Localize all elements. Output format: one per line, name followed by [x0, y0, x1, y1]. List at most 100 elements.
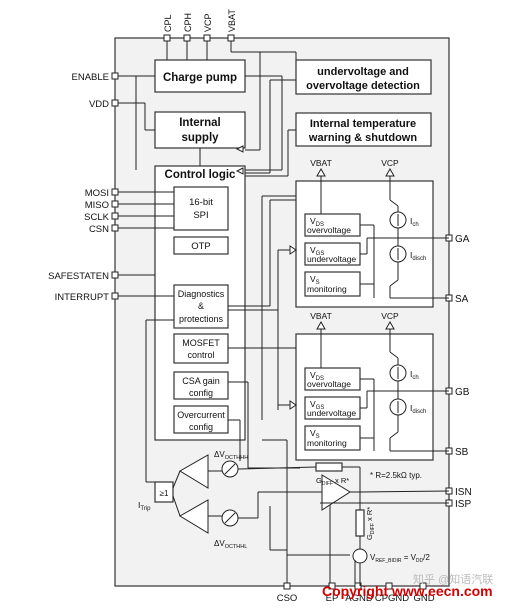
- svg-text:undervoltage: undervoltage: [307, 408, 356, 418]
- svg-text:VS: VS: [310, 274, 320, 286]
- svg-text:overvoltage: overvoltage: [307, 225, 351, 235]
- pin-cph: [183, 34, 191, 42]
- svg-text:overvoltage: overvoltage: [307, 379, 351, 389]
- temperature-label-2: warning & shutdown: [308, 132, 417, 144]
- pin-label-sb: SB: [455, 447, 469, 458]
- mosfet-control-label-1: MOSFET: [182, 338, 220, 348]
- spi-label-2: SPI: [193, 210, 208, 221]
- pin-label-isn: ISN: [455, 487, 472, 498]
- pin-label-csn: CSN: [89, 224, 109, 235]
- uv-ov-detection-block: [295, 59, 432, 95]
- pin-ep: [328, 582, 336, 590]
- svg-text:Ich: Ich: [410, 216, 419, 228]
- svg-text:undervoltage: undervoltage: [307, 254, 356, 264]
- otp-block: [173, 236, 229, 255]
- svg-text:* R=2.5kΩ typ.: * R=2.5kΩ typ.: [370, 471, 422, 480]
- mosfet-control-block: [173, 333, 229, 364]
- pin-safestaten: [111, 271, 119, 279]
- pin-vdd: [111, 99, 119, 107]
- svg-text:VDS: VDS: [310, 216, 324, 228]
- gate-driver-a: VBAT VCP VDS overvoltage VGS undervoltag…: [295, 158, 449, 308]
- svg-text:ITrip: ITrip: [138, 500, 151, 512]
- svg-text:VDS: VDS: [310, 370, 324, 382]
- pin-label-sa: SA: [455, 294, 469, 305]
- pin-label-sclk: SCLK: [84, 212, 109, 223]
- pin-cpl: [163, 34, 171, 42]
- svg-text:VGS: VGS: [310, 399, 324, 411]
- pin-csn: [111, 224, 119, 232]
- temperature-block: [295, 112, 432, 147]
- overcurrent-label-2: config: [189, 422, 213, 432]
- pin-label-gnd: GND: [413, 593, 434, 604]
- diagnostics-block: [173, 284, 229, 329]
- internal-supply-label-1: Internal: [179, 117, 221, 129]
- overcurrent-label-1: Overcurrent: [177, 410, 225, 420]
- watermark-cn: 知乎 @知语汽联: [413, 572, 493, 586]
- pin-label-enable: ENABLE: [72, 72, 110, 83]
- internal-supply-block: [154, 111, 246, 149]
- svg-text:ΔVOCTHHH: ΔVOCTHHH: [214, 450, 248, 461]
- svg-text:GDIFF x R*: GDIFF x R*: [316, 476, 349, 487]
- pin-label-safestaten: SAFESTATEN: [48, 271, 109, 282]
- charge-pump-block: [154, 59, 246, 93]
- uv-ov-label-2: overvoltage detection: [306, 80, 420, 92]
- svg-text:Idisch: Idisch: [410, 250, 426, 262]
- pin-miso: [111, 200, 119, 208]
- svg-text:Ich: Ich: [410, 369, 419, 381]
- svg-text:≥1: ≥1: [160, 489, 169, 498]
- pin-label-gb: GB: [455, 387, 470, 398]
- pin-enable: [111, 72, 119, 80]
- gate-driver-b: VBAT VCP VDS overvoltage VGS undervoltag…: [295, 311, 449, 461]
- pin-interrupt: [111, 292, 119, 300]
- pin-label-cso: CSO: [277, 593, 298, 604]
- diagnostics-label-2: &: [198, 301, 204, 311]
- analog-section: ≥1 ITrip ΔVOCTHHH ΔVOCTHHL GDIFF x R* GD…: [138, 439, 450, 586]
- svg-text:VCP: VCP: [381, 311, 399, 321]
- pin-label-agnd: AGND: [345, 593, 373, 604]
- pin-label-vcp: VCP: [203, 13, 213, 32]
- svg-text:VCP: VCP: [381, 158, 399, 168]
- svg-text:ΔVOCTHHL: ΔVOCTHHL: [214, 539, 247, 550]
- pin-gnd: [419, 582, 427, 590]
- pin-label-miso: MISO: [85, 200, 109, 211]
- svg-text:VBAT: VBAT: [310, 311, 332, 321]
- svg-text:VGS: VGS: [310, 245, 324, 257]
- temperature-label-1: Internal temperature: [310, 118, 416, 130]
- uv-ov-label-1: undervoltage and: [317, 66, 409, 78]
- pin-label-ga: GA: [455, 234, 470, 245]
- pin-vbat: [227, 34, 235, 42]
- csa-gain-label-2: config: [189, 388, 213, 398]
- or-gate: [154, 481, 174, 503]
- mosfet-control-label-2: control: [187, 350, 214, 360]
- svg-text:VBAT: VBAT: [310, 158, 332, 168]
- svg-text:GDIFF x R*: GDIFF x R*: [365, 507, 376, 540]
- spi-block: [173, 186, 229, 231]
- control-logic-label: Control logic: [165, 169, 237, 181]
- pin-cpgnd: [385, 582, 393, 590]
- svg-text:monitoring: monitoring: [307, 284, 347, 294]
- internal-supply-label-2: supply: [181, 132, 219, 144]
- pin-cso: [283, 582, 291, 590]
- watermark: Copyright www.eecn.com: [322, 583, 493, 599]
- otp-label: OTP: [191, 241, 211, 252]
- pin-agnd: [354, 582, 362, 590]
- pin-label-interrupt: INTERRUPT: [55, 292, 110, 303]
- overcurrent-config-block: [173, 405, 229, 434]
- pin-label-vbat: VBAT: [227, 9, 237, 32]
- svg-text:VS: VS: [310, 428, 320, 440]
- pin-label-mosi: MOSI: [85, 188, 109, 199]
- pin-mosi: [111, 188, 119, 196]
- pin-label-cph: CPH: [183, 13, 193, 32]
- diagnostics-label-3: protections: [179, 314, 224, 324]
- diagnostics-label-1: Diagnostics: [178, 289, 225, 299]
- csa-gain-config-block: [173, 371, 229, 400]
- pin-vcp: [203, 34, 211, 42]
- pin-label-ep: EP: [326, 593, 339, 604]
- pin-sclk: [111, 212, 119, 220]
- svg-text:monitoring: monitoring: [307, 438, 347, 448]
- charge-pump-label: Charge pump: [163, 72, 237, 84]
- csa-gain-label-1: CSA gain: [182, 376, 220, 386]
- svg-text:Idisch: Idisch: [410, 403, 426, 415]
- pin-label-vdd: VDD: [89, 99, 109, 110]
